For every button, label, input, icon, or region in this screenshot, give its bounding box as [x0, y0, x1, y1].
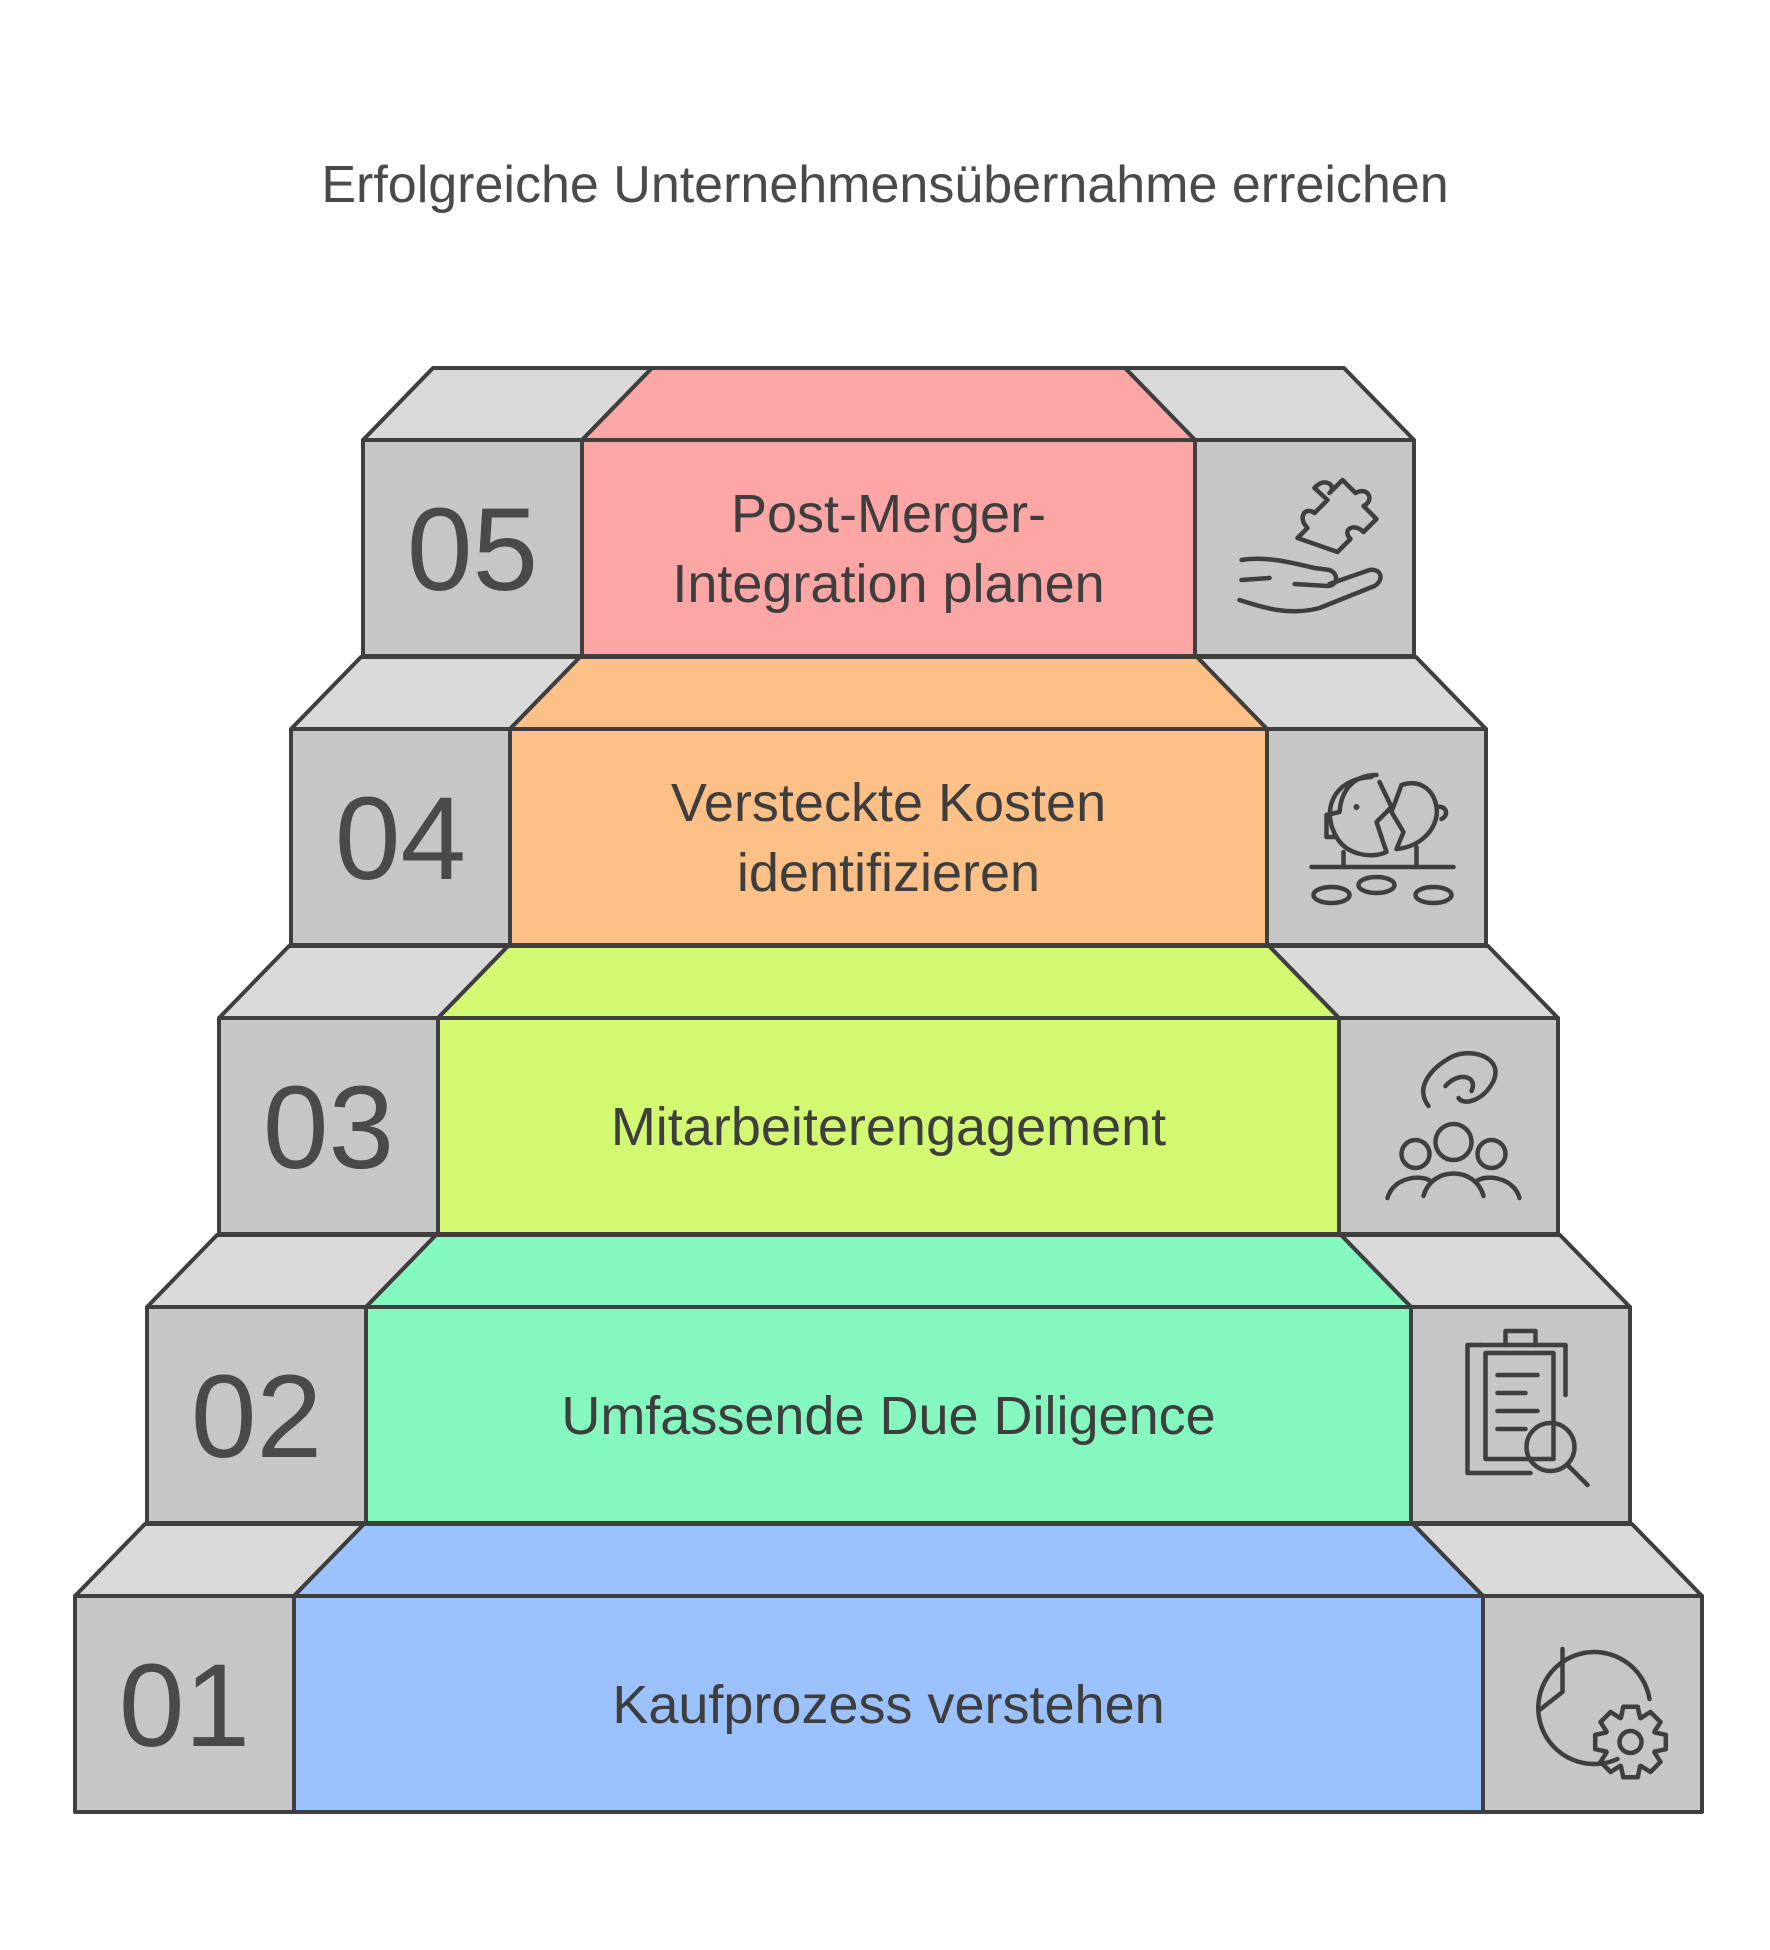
- step-label-line: Post-Merger-: [731, 484, 1046, 544]
- step-top-surface: [436, 944, 1341, 1020]
- left-block-face: [361, 438, 584, 658]
- step-03: 03 Mitarbeiterengagement: [217, 944, 1560, 1236]
- right-block-face: [1481, 1594, 1704, 1814]
- left-block-face: [145, 1305, 368, 1525]
- step-top-surface: [508, 655, 1269, 731]
- step-01: 01 Kaufprozess verstehen: [73, 1522, 1704, 1814]
- step-label-line: Kaufprozess verstehen: [612, 1675, 1164, 1735]
- step-label-line: Integration planen: [672, 554, 1104, 614]
- left-block-face: [73, 1594, 296, 1814]
- hand-team-icon: [1385, 1051, 1522, 1201]
- right-block-face: [1265, 727, 1488, 947]
- step-front-face: [508, 727, 1269, 947]
- step-label-line: Mitarbeiterengagement: [611, 1097, 1166, 1157]
- hand-puzzle-icon: [1237, 477, 1383, 614]
- step-number: 01: [119, 1640, 250, 1772]
- step-label-line: Versteckte Kosten: [671, 773, 1106, 833]
- step-02: 02 Umfassende Due Diligence: [145, 1233, 1632, 1525]
- step-top-surface: [364, 1233, 1413, 1309]
- steps-layer: 05 Post-Merger- Integration planen 04 Verste…: [73, 366, 1704, 1814]
- clock-gear-icon: [1535, 1646, 1669, 1780]
- left-block-face: [289, 727, 512, 947]
- broken-piggy-bank-icon: [1309, 772, 1456, 906]
- step-top-surface: [580, 366, 1197, 442]
- step-04: 04 Versteckte Kosten identifizieren: [289, 655, 1488, 947]
- clipboard-search-icon: [1465, 1328, 1590, 1488]
- step-front-face: [580, 438, 1197, 658]
- step-number: 04: [335, 773, 466, 905]
- step-number: 03: [263, 1062, 394, 1194]
- step-number: 05: [407, 484, 538, 616]
- step-top-surface: [292, 1522, 1485, 1598]
- diagram-title: Erfolgreiche Unternehmensübernahme errei…: [321, 156, 1448, 214]
- step-number: 02: [191, 1351, 322, 1483]
- step-05: 05 Post-Merger- Integration planen: [361, 366, 1416, 658]
- step-front-face: [364, 1305, 1413, 1525]
- step-front-face: [436, 1016, 1341, 1236]
- right-block-face: [1193, 438, 1416, 658]
- step-label-line: identifizieren: [737, 843, 1040, 903]
- right-block-face: [1409, 1305, 1632, 1525]
- step-label-line: Umfassende Due Diligence: [561, 1386, 1215, 1446]
- step-front-face: [292, 1594, 1485, 1814]
